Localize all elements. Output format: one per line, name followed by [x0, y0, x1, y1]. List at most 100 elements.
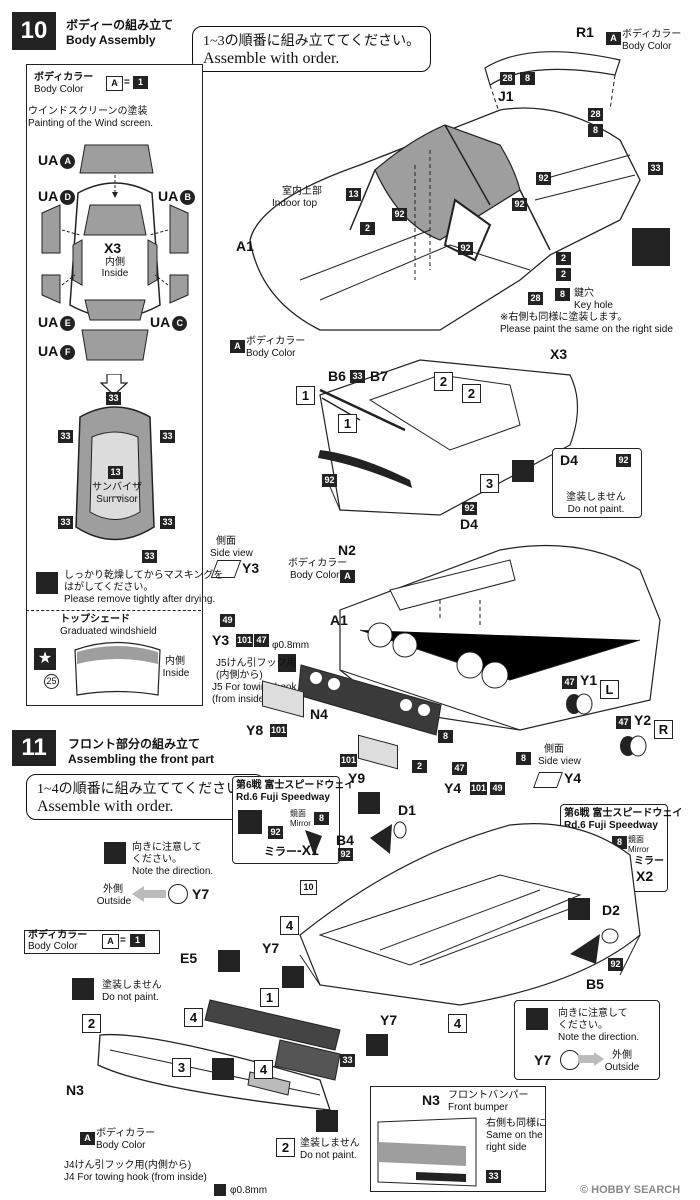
b5-label: B5	[586, 976, 604, 992]
color-num-11: 1	[130, 934, 145, 947]
indoor-top-en: Indoor top	[272, 198, 318, 209]
r1-label: R1	[576, 24, 594, 40]
sunvisor-jp: サンバイザー	[92, 482, 142, 504]
body-color-en-n2: Body Color	[290, 570, 340, 581]
b4-mirror-shape	[370, 821, 407, 854]
step11-title-en: Assembling the front part	[68, 752, 215, 766]
j5-jp2: (内側から)	[216, 670, 263, 681]
direction-right-en: Note the direction.	[558, 1032, 640, 1043]
part-8-b: 8	[588, 124, 603, 137]
windscreen-jp: ウインドスクリーンの塗装	[28, 106, 148, 117]
mirror-en-left: Mirror	[290, 819, 311, 828]
keyhole-jp: 鍵穴	[574, 288, 594, 299]
inside2-jp: 内側	[165, 656, 185, 667]
y4-side-label: Y4	[564, 770, 582, 786]
step-number: 10	[12, 12, 56, 50]
x1-mirror-shape	[305, 830, 322, 856]
part-28-keyhole: 28	[528, 292, 543, 305]
assembly-order-note: 1~3の順番に組み立ててください。 Assemble with order.	[192, 26, 432, 72]
step-1-b: 1	[338, 414, 357, 433]
no-paint-jp-b: 塗装しません	[300, 1138, 360, 1149]
j5-jp: J5けん引フック用	[216, 658, 297, 669]
body-color-en-a1: Body Color	[246, 348, 296, 359]
part-92-d4: 92	[616, 454, 631, 467]
paint-icon-no-paint-b	[316, 1110, 338, 1132]
d4-no-paint-jp: 塗装しません	[566, 492, 626, 503]
part-101-y3: 101	[236, 634, 254, 647]
y3-label: Y3	[212, 632, 230, 648]
part-47-y3: 47	[254, 634, 269, 647]
j1-label: J1	[498, 88, 514, 104]
paint-icon-direction-right	[526, 1008, 548, 1030]
y1-label: Y1	[580, 672, 598, 688]
same-jp: 右側も同様に	[486, 1118, 546, 1129]
part-10-badge: 10	[300, 880, 317, 895]
keyhole-en: Key hole	[574, 300, 613, 311]
arrow-right-icon	[578, 1052, 604, 1066]
y7-lens-icon	[168, 884, 188, 904]
part-47-y1: 47	[562, 676, 577, 689]
direction-jp: 向きに注意して	[132, 842, 202, 853]
part-25-badge: 25	[44, 674, 59, 689]
step-2-front-b: 2	[276, 1138, 295, 1157]
part-92-d4-b: 92	[462, 502, 477, 515]
part-2-body-c: 2	[556, 268, 571, 281]
part-101-y9: 101	[340, 754, 358, 767]
step-4-d: 4	[254, 1060, 273, 1079]
step-title-en: Body Assembly	[66, 33, 156, 47]
dia-j4: φ0.8mm	[230, 1185, 268, 1196]
j4-en: J4 For towing hook (from inside)	[64, 1172, 207, 1183]
outside-en: Outside	[96, 896, 132, 907]
part-33-front-bumper: 33	[486, 1170, 501, 1183]
glue-icon-d1	[358, 792, 380, 814]
front-body-diagram	[299, 823, 641, 1006]
fuji-en-left: Rd.6 Fuji Speedway	[236, 792, 330, 803]
step-4-a: 4	[280, 916, 299, 935]
bumper-side-diagram	[377, 1117, 477, 1187]
y7-lens-icon-right	[560, 1050, 580, 1070]
step-2-a: 2	[434, 372, 453, 391]
side-view2-en: Side view	[538, 756, 581, 767]
step-4-c: 4	[448, 1014, 467, 1033]
j5-en: J5 For towing hook	[212, 682, 297, 693]
part-49-y3: 49	[220, 614, 235, 627]
y2-lens-icon	[620, 735, 647, 757]
body-color-a-n3: A	[80, 1132, 95, 1145]
a1-rear-label: A1	[330, 612, 348, 628]
x3-label: X3	[104, 240, 122, 256]
part-92-cowl: 92	[322, 474, 337, 487]
dry-note-en: Please remove tightly after drying.	[64, 594, 216, 605]
sunvisor-en: Sun visor	[96, 494, 138, 505]
order-note-jp: 1~3の順番に組み立ててください。	[203, 34, 421, 49]
part-13-badge: 13	[108, 466, 123, 479]
color-code-11: A	[102, 934, 119, 949]
star-icon: ★	[34, 648, 56, 670]
step-2-front-a: 2	[82, 1014, 101, 1033]
side-view-jp: 側面	[216, 536, 236, 547]
same-en2: right side	[486, 1142, 527, 1153]
step-3-front: 3	[172, 1058, 191, 1077]
glue-icon-e5	[218, 950, 240, 972]
b5-mirror-shape	[570, 928, 619, 964]
part-8-y4: 8	[516, 752, 531, 765]
d4-no-paint-en: Do not paint.	[567, 504, 625, 515]
glue-icon-d4	[512, 460, 534, 482]
side-view2-jp: 側面	[544, 744, 564, 755]
y7-label-right: Y7	[534, 1052, 552, 1068]
y4-side-shape	[533, 772, 563, 788]
part-33-lower-right: 33	[160, 516, 175, 529]
outside-right-en: Outside	[604, 1062, 640, 1073]
direction-icon-left	[238, 810, 262, 834]
body-color-en-top: Body Color	[622, 41, 672, 52]
paint-brush-icon	[36, 572, 58, 594]
d4-label-box: D4	[560, 452, 578, 468]
dry-note-jp: しっかり乾燥してからマスキングを	[64, 570, 224, 581]
step-1-a: 1	[296, 386, 315, 405]
part-92-body-c: 92	[392, 208, 407, 221]
emblem-icon	[632, 228, 670, 266]
part-2-y9: 2	[412, 760, 427, 773]
j4-jp: J4けん引フック用(内側から)	[64, 1160, 192, 1171]
